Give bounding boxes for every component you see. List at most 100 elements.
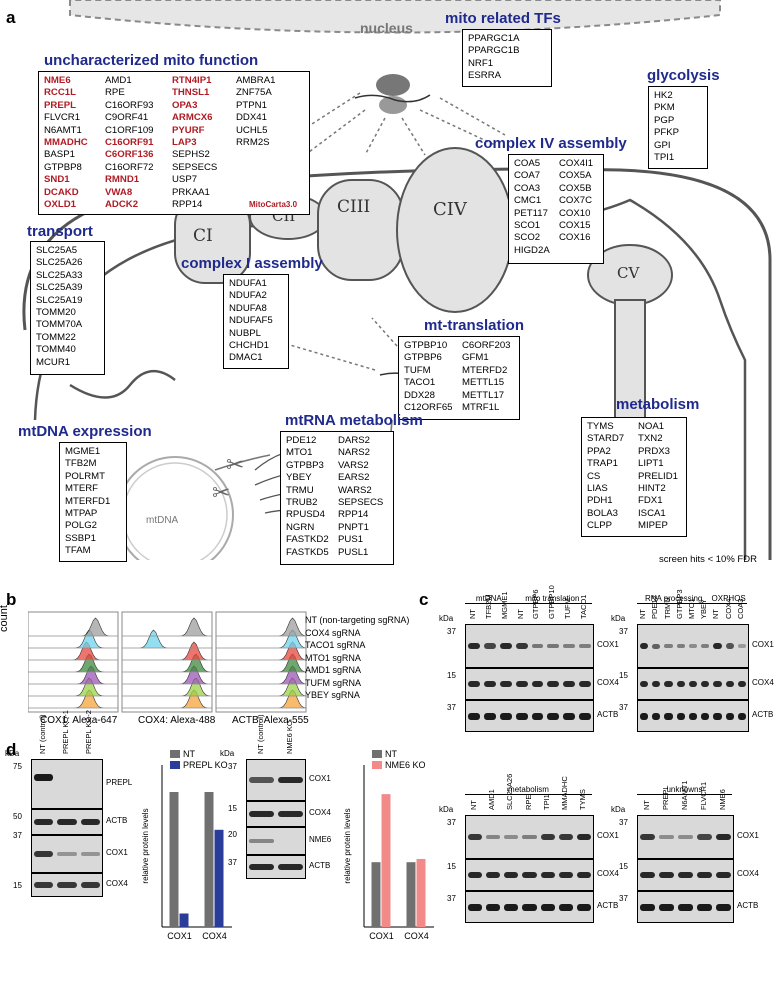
gene-name: MIPEP: [638, 520, 668, 532]
kda-marker: 15: [619, 862, 628, 871]
blot-band: [563, 680, 576, 688]
gene-name: PPA2: [587, 445, 611, 457]
gene-name: CHCHD1: [229, 340, 269, 352]
gene-name: RMND1: [105, 174, 140, 186]
gene-name: FDX1: [638, 495, 663, 507]
protein-label: ACTB: [106, 816, 128, 825]
blot-band: [676, 680, 685, 688]
gene-name: TFAM: [65, 545, 91, 557]
lane-label: MMADHC: [559, 776, 569, 810]
blot-band: [540, 833, 555, 841]
histogram-panel: [28, 611, 119, 713]
gene-name: VWA8: [105, 186, 133, 198]
lane-label: PREPL: [660, 785, 670, 810]
gene-name: TOMM70A: [36, 319, 83, 331]
blot-band: [483, 712, 496, 720]
gene-name: ADCK2: [105, 199, 139, 211]
count-ylabel: count: [0, 605, 10, 632]
gene-name: TFB2M: [65, 458, 97, 470]
gene-name: HINT2: [638, 483, 666, 495]
blot-band: [576, 903, 591, 911]
complex-i-title: complex I assembly: [181, 255, 323, 272]
gene-name: NGRN: [286, 521, 315, 533]
blot-band: [579, 712, 591, 720]
gene-name: NDUFA8: [229, 302, 267, 314]
blot-band: [504, 835, 519, 839]
bar-category-label: COX1: [369, 931, 394, 941]
lane-label: AMD1: [487, 789, 497, 810]
gene-name: RPP14: [172, 199, 203, 211]
legend-swatch: [170, 761, 180, 769]
gene-name: PDH1: [587, 495, 613, 507]
kda-marker: 37: [447, 627, 456, 636]
blot-band: [486, 835, 501, 839]
gene: HK2: [654, 90, 673, 101]
gene-name: DCAKD: [44, 186, 79, 198]
blot-band: [34, 818, 54, 826]
gene-name: COX15: [559, 220, 591, 232]
gene-name: COA3: [514, 182, 541, 194]
lane-label: GTPBP3: [674, 589, 684, 619]
protein-label: COX4: [597, 678, 619, 687]
lane-label: COA3: [735, 598, 745, 619]
blot-band: [522, 834, 537, 840]
kda-marker: 20: [228, 830, 237, 839]
xlabel-actb: ACTB: Alexa-555: [232, 715, 309, 726]
bar-ylabel: relative protein levels: [141, 808, 150, 883]
bar: [406, 862, 416, 927]
protein-label: COX4: [737, 869, 759, 878]
blot-band: [664, 643, 673, 649]
blot-band: [522, 903, 537, 911]
gene-name: RPP14: [338, 509, 369, 521]
gene-name: PDE12: [286, 435, 317, 446]
lane-label: TPI1: [541, 794, 551, 810]
blot-band: [678, 903, 693, 911]
mitocarta-tag: MitoCarta3.0: [249, 200, 298, 209]
blot-band: [558, 833, 573, 841]
gene-name: WARS2: [338, 484, 372, 496]
kda-marker: 75: [13, 762, 22, 771]
gene-name: SLC25A5: [36, 245, 78, 256]
gene-name: C12ORF65: [404, 402, 453, 414]
protein-label: COX4: [106, 879, 128, 888]
blot-band: [80, 852, 100, 856]
blot-band: [640, 680, 649, 688]
gene-name: TRAP1: [587, 458, 618, 470]
protein-label: COX4: [309, 808, 331, 817]
panel-label-a: a: [6, 8, 16, 27]
blot-band: [486, 903, 501, 911]
gene-name: GTPBP3: [286, 459, 324, 471]
blot-strip: [637, 815, 734, 859]
gene-name: TUFM: [404, 364, 431, 376]
lane-label: GTPBP6: [531, 589, 541, 619]
protein-label: COX1: [309, 774, 331, 783]
legend-mto1: MTO1 sgRNA: [305, 652, 361, 663]
blot-band: [249, 777, 274, 783]
gene-name: NOA1: [638, 421, 665, 432]
gene-name: NDUFA1: [229, 278, 267, 289]
gene-name: MTRF1L: [462, 402, 500, 414]
blot-band: [652, 643, 661, 649]
lane-label: NT: [467, 609, 477, 619]
blot-band: [278, 863, 303, 871]
gene-name: LIAS: [587, 483, 608, 495]
bar: [179, 913, 189, 927]
legend-cox4: COX4 sgRNA: [305, 627, 361, 638]
legend-tufm: TUFM sgRNA: [305, 677, 361, 688]
lane-label: NME6 KO: [284, 720, 294, 754]
gene-name: TOMM20: [36, 307, 76, 319]
blot-band: [688, 712, 698, 720]
blot-band: [278, 776, 303, 784]
blot-band: [678, 871, 693, 879]
protein-label: COX1: [106, 848, 128, 857]
blot-band: [468, 712, 480, 720]
kda-marker: 15: [228, 804, 237, 813]
mt-translation-title: mt-translation: [424, 317, 525, 334]
